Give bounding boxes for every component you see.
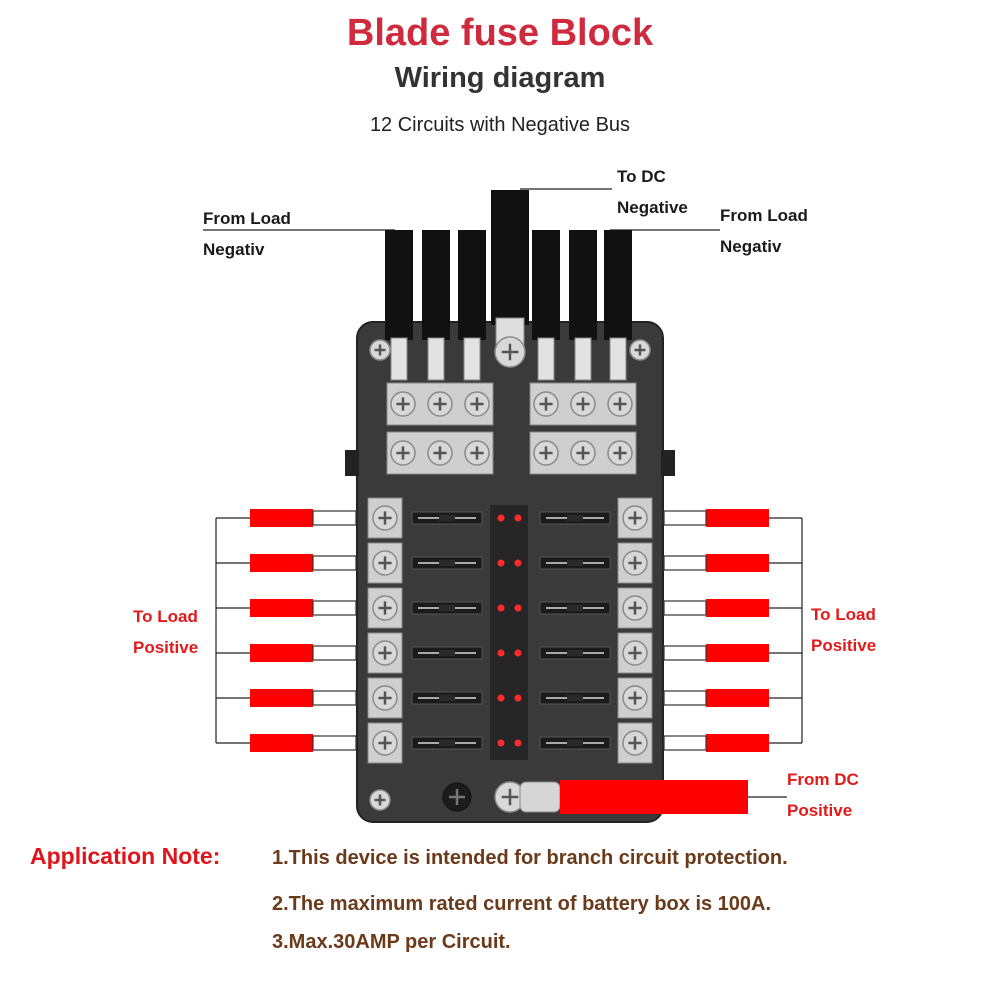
application-note-item: 2.The maximum rated current of battery b… [272, 893, 772, 915]
fuse-notch [439, 560, 455, 566]
fuse-notch [567, 740, 583, 746]
fuse-notch [567, 695, 583, 701]
wire-lug [312, 600, 357, 616]
diagram-caption: 12 Circuits with Negative Bus [369, 114, 631, 136]
ring-terminal [537, 337, 555, 381]
label-to-load-positive-left: To Load Positive [133, 601, 198, 663]
label-line: To Load [811, 605, 876, 624]
label-from-dc-positive: From DC Positive [787, 764, 859, 826]
positive-wire-red [706, 689, 769, 707]
fuse-notch [439, 605, 455, 611]
application-note-heading: Application Note: [30, 843, 221, 869]
wire-lug [312, 510, 357, 526]
negative-wire-black [385, 230, 413, 340]
ring-terminal [574, 337, 592, 381]
ring-terminal [609, 337, 627, 381]
positive-wire-red [706, 644, 769, 662]
label-line: From DC [787, 770, 859, 789]
wire-lug [663, 645, 707, 661]
positive-wire-red [250, 599, 313, 617]
label-line: Positive [133, 638, 199, 657]
wire-lug [663, 690, 707, 706]
fuse-notch [439, 740, 455, 746]
wire-lug [312, 735, 357, 751]
positive-wire-red [706, 509, 769, 527]
label-to-dc-negative: To DC Negative [617, 161, 688, 223]
label-line: From Load [720, 206, 808, 225]
label-to-load-positive-right: To Load Positive [811, 599, 876, 661]
wire-lug [312, 690, 357, 706]
negative-wire-black [532, 230, 560, 340]
indicator-led [514, 694, 522, 702]
wire-lug [312, 645, 357, 661]
indicator-led [514, 649, 522, 657]
indicator-led [497, 604, 505, 612]
label-line: Negativ [720, 237, 782, 256]
led-strip [490, 505, 528, 760]
positive-wire-red [706, 734, 769, 752]
wire-lug [663, 555, 707, 571]
wire-lug [312, 555, 357, 571]
application-note-item: 1.This device is intended for branch cir… [272, 847, 788, 869]
ring-terminal [463, 337, 481, 381]
positive-wire-red [250, 509, 313, 527]
dc-positive-wire [560, 780, 748, 814]
dc-negative-wire [491, 190, 529, 325]
fuse-notch [567, 605, 583, 611]
negative-wire-black [458, 230, 486, 340]
label-line: Positive [787, 801, 853, 820]
positive-wire-red [706, 599, 769, 617]
label-line: Positive [811, 636, 877, 655]
label-line: To DC [617, 167, 666, 186]
negative-wire-black [422, 230, 450, 340]
indicator-led [514, 604, 522, 612]
negative-wire-black [569, 230, 597, 340]
ring-terminal [427, 337, 445, 381]
fuse-notch [567, 515, 583, 521]
side-clip [345, 450, 359, 476]
label-line: Negativ [203, 240, 265, 259]
wire-lug [663, 600, 707, 616]
negative-wire-black [604, 230, 632, 340]
label-from-load-negative-left: From Load Negativ [203, 203, 291, 265]
indicator-led [497, 739, 505, 747]
ring-terminal [519, 781, 561, 813]
label-from-load-negative-right: From Load Negativ [720, 200, 808, 262]
wire-lug [663, 735, 707, 751]
indicator-led [514, 739, 522, 747]
fuse-notch [439, 650, 455, 656]
indicator-led [514, 559, 522, 567]
indicator-led [497, 559, 505, 567]
indicator-led [514, 514, 522, 522]
ring-terminal [390, 337, 408, 381]
positive-wire-red [250, 689, 313, 707]
positive-wire-red [706, 554, 769, 572]
positive-wire-red [250, 554, 313, 572]
label-line: From Load [203, 209, 291, 228]
fuse-notch [567, 650, 583, 656]
wire-lug [663, 510, 707, 526]
indicator-led [497, 649, 505, 657]
positive-wire-red [250, 644, 313, 662]
fuse-notch [439, 695, 455, 701]
application-note-item: 3.Max.30AMP per Circuit. [272, 931, 511, 953]
side-clip [661, 450, 675, 476]
positive-wire-red [250, 734, 313, 752]
indicator-led [497, 694, 505, 702]
fuse-notch [567, 560, 583, 566]
fuse-notch [439, 515, 455, 521]
page-title: Blade fuse Block [346, 12, 654, 54]
diagram-subtitle: Wiring diagram [394, 62, 606, 94]
indicator-led [497, 514, 505, 522]
label-line: Negative [617, 198, 688, 217]
label-line: To Load [133, 607, 198, 626]
